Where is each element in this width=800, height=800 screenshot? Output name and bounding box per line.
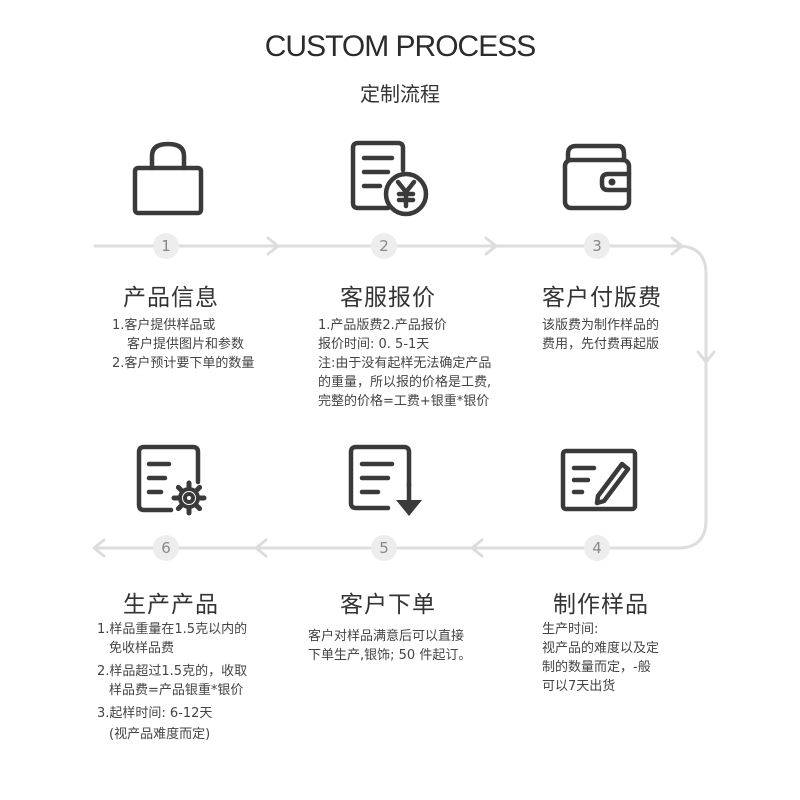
arrow-right-2 [484,236,498,256]
arrow-left-2 [254,538,268,558]
step-desc-4: 生产时间: 视产品的难度以及定 制的数量而定，-般 可以7天出货 [542,620,659,696]
page-title: CUSTOM PROCESS [264,30,537,63]
desc-line: 3.起样时间: 6-12天 [97,706,213,721]
step-title-2: 客服报价 [340,285,436,311]
step-title-3: 客户付版费 [542,285,662,311]
wallet-icon [562,143,632,211]
desc-line: (视产品难度而定) [109,727,211,742]
step-desc-1: 1.客户提供样品或 客户提供图片和参数 2.客户预计要下单的数量 [112,316,254,373]
desc-line: 制的数量而定，-般 [542,660,651,675]
desc-line: 样品费=产品银重*银价 [109,683,244,698]
step-desc-2: 1.产品版费2.产品报价 报价时间: 0. 5-1天 注:由于没有起样无法确定产… [318,316,491,411]
page-subtitle: 定制流程 [360,82,440,106]
step-title-4: 制作样品 [553,592,649,618]
shopping-bag-icon [132,141,204,216]
step-desc-3: 该版费为制作样品的 费用，先付费再起版 [542,316,659,354]
desc-line: 可以7天出货 [542,679,616,694]
quote-document-yen-icon [350,140,429,217]
step-number-6: 6 [153,535,179,561]
desc-line: 费用，先付费再起版 [542,337,660,352]
step-number-3: 3 [584,233,610,259]
step-title-1: 产品信息 [123,285,219,311]
flow-line-right [676,244,708,550]
arrow-left-1 [470,538,484,558]
desc-line: 免收样品费 [109,641,175,656]
step-desc-6: 1.样品重量在1.5克以内的 免收样品费 2.样品超过1.5克的，收取 样品费=… [97,620,247,744]
order-download-icon [348,444,422,516]
step-number-2: 2 [371,233,397,259]
desc-line: 视产品的难度以及定 [542,641,660,656]
step-title-5: 客户下单 [340,592,436,618]
desc-line: 2.样品超过1.5克的，收取 [97,664,248,679]
arrow-down [696,350,716,364]
arrow-right-1 [266,236,280,256]
step-desc-5: 客户对样品满意后可以直接 下单生产,银饰; 50 件起订。 [308,627,471,665]
desc-line: 该版费为制作样品的 [542,318,660,333]
arrow-left-3 [92,538,106,558]
desc-line: 2.客户预计要下单的数量 [112,356,255,371]
step-title-6: 生产产品 [123,592,219,618]
desc-line: 1.产品版费2.产品报价 [318,318,447,333]
step-number-1: 1 [153,233,179,259]
desc-line: 下单生产,银饰; 50 件起订。 [308,648,472,663]
desc-line: 1.客户提供样品或 [112,318,216,333]
desc-line: 的重量，所以报的价格是工费, [318,375,492,390]
desc-line: 1.样品重量在1.5克以内的 [97,622,248,637]
step-number-4: 4 [584,535,610,561]
desc-line: 完整的价格=工费+银重*银价 [318,394,490,409]
desc-line: 注:由于没有起样无法确定产品 [318,356,492,371]
desc-line: 报价时间: 0. 5-1天 [318,337,430,352]
desc-line: 客户提供图片和参数 [127,337,245,352]
step-number-5: 5 [371,535,397,561]
desc-line: 客户对样品满意后可以直接 [308,629,465,644]
production-gear-icon [136,444,207,516]
arrow-right-3 [670,236,684,256]
desc-line: 生产时间: [542,622,599,637]
edit-form-icon [560,448,638,512]
